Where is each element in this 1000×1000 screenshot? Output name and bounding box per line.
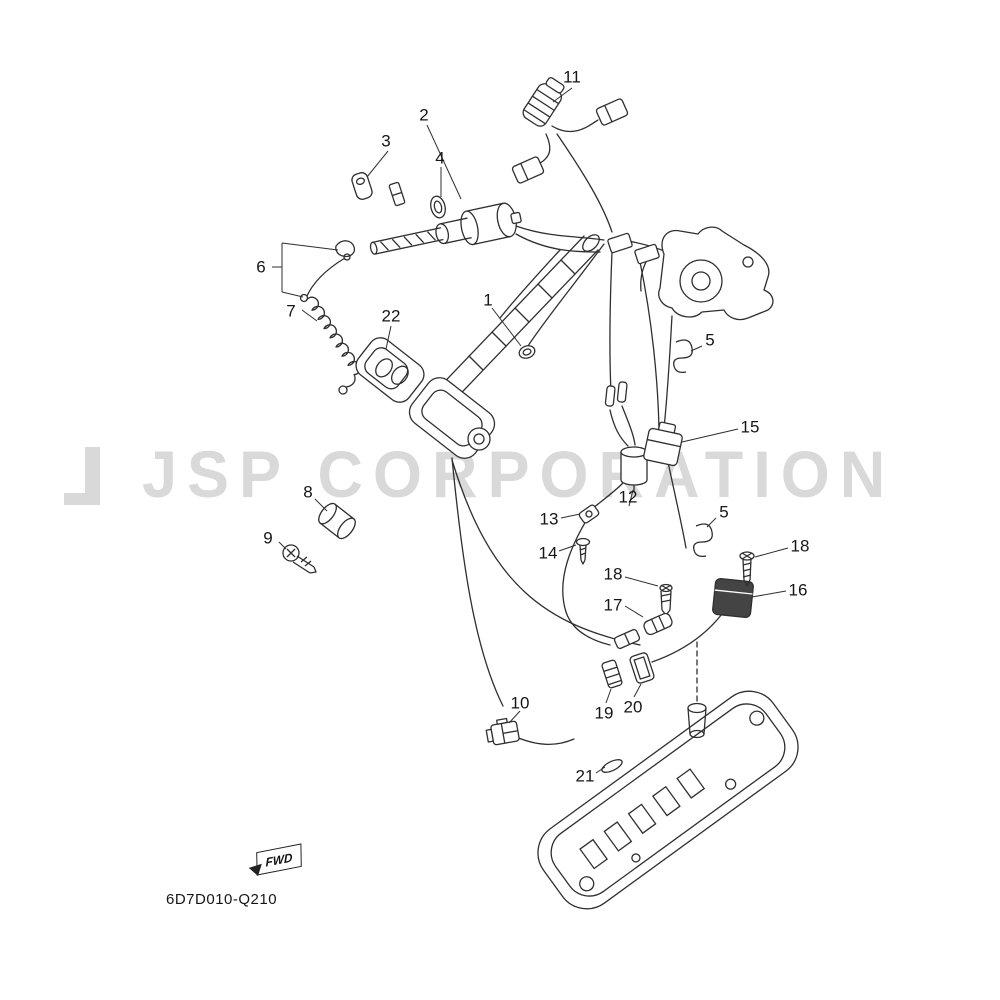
part-number-callout: 15 (740, 417, 760, 437)
part-grommet (518, 345, 536, 359)
part-bracket-plate (578, 504, 600, 524)
part-number-callout: 2 (419, 105, 429, 125)
part-key-insert (388, 181, 406, 207)
part-number-callout: 20 (623, 697, 643, 717)
part-connector-b (511, 156, 545, 184)
part-clip-upper (673, 339, 693, 374)
part-sensor-12 (620, 446, 648, 492)
part-number-callout: 7 (286, 301, 296, 321)
part-number-callout: 13 (539, 509, 559, 529)
part-rectifier-16 (712, 577, 754, 619)
part-connector-10 (485, 717, 520, 746)
part-coupler-19 (601, 659, 623, 689)
part-relay-15 (643, 421, 683, 467)
part-number-callout: 8 (303, 482, 313, 502)
part-number-callout: 1 (483, 290, 493, 310)
part-screw-14 (575, 537, 591, 565)
part-screw-18-right (739, 551, 755, 587)
part-coil-cord (299, 293, 362, 395)
part-screw-9 (282, 544, 317, 574)
part-number-callout: 19 (594, 703, 614, 723)
part-number-callout: 14 (538, 543, 558, 563)
part-number-callout: 22 (381, 306, 401, 326)
part-number-callout: 5 (719, 502, 729, 522)
part-lanyard-clip (305, 240, 356, 299)
part-clip-lower (693, 523, 713, 558)
part-junction-connector-2 (634, 243, 660, 265)
diagram-code: 6D7D010-Q210 (166, 891, 278, 908)
part-number-callout: 17 (603, 595, 623, 615)
part-washer (430, 195, 446, 219)
part-number-callout: 3 (381, 131, 391, 151)
part-trim-switch (355, 337, 425, 403)
part-main-harness-plug (522, 77, 565, 127)
part-key-cap (351, 172, 373, 200)
parts-group (282, 77, 774, 773)
part-bullet-connector-2 (616, 381, 628, 403)
part-number-callout: 6 (256, 257, 266, 277)
part-fuse-holder (643, 612, 673, 636)
part-number-callout: 11 (563, 67, 581, 87)
part-number-callout: 16 (788, 580, 808, 600)
part-rubber-mount-8 (318, 502, 356, 540)
wires-group (430, 119, 723, 746)
part-screw-18-left (659, 583, 673, 616)
part-number-callout: 4 (435, 148, 445, 168)
part-number-callout: 10 (510, 693, 530, 713)
part-number-callout: 18 (603, 564, 623, 584)
part-connector-a (595, 98, 629, 126)
part-ignition-switch (369, 202, 522, 255)
part-junction-connector-1 (607, 232, 633, 254)
part-number-callout: 21 (575, 766, 595, 786)
fwd-label: FWD (265, 849, 293, 870)
part-number-callout: 9 (263, 528, 273, 548)
leader-lines-group (272, 87, 789, 774)
part-mount-bracket (658, 226, 774, 321)
part-number-callout: 12 (618, 487, 638, 507)
part-number-callout: 5 (705, 330, 715, 350)
part-connector-17b (613, 628, 641, 650)
part-coupler-20 (629, 652, 655, 684)
lower-bracket-tray (537, 690, 799, 910)
part-grommet-21 (601, 759, 623, 773)
part-number-callout: 18 (790, 536, 810, 556)
part-bullet-connector-1 (604, 385, 616, 407)
